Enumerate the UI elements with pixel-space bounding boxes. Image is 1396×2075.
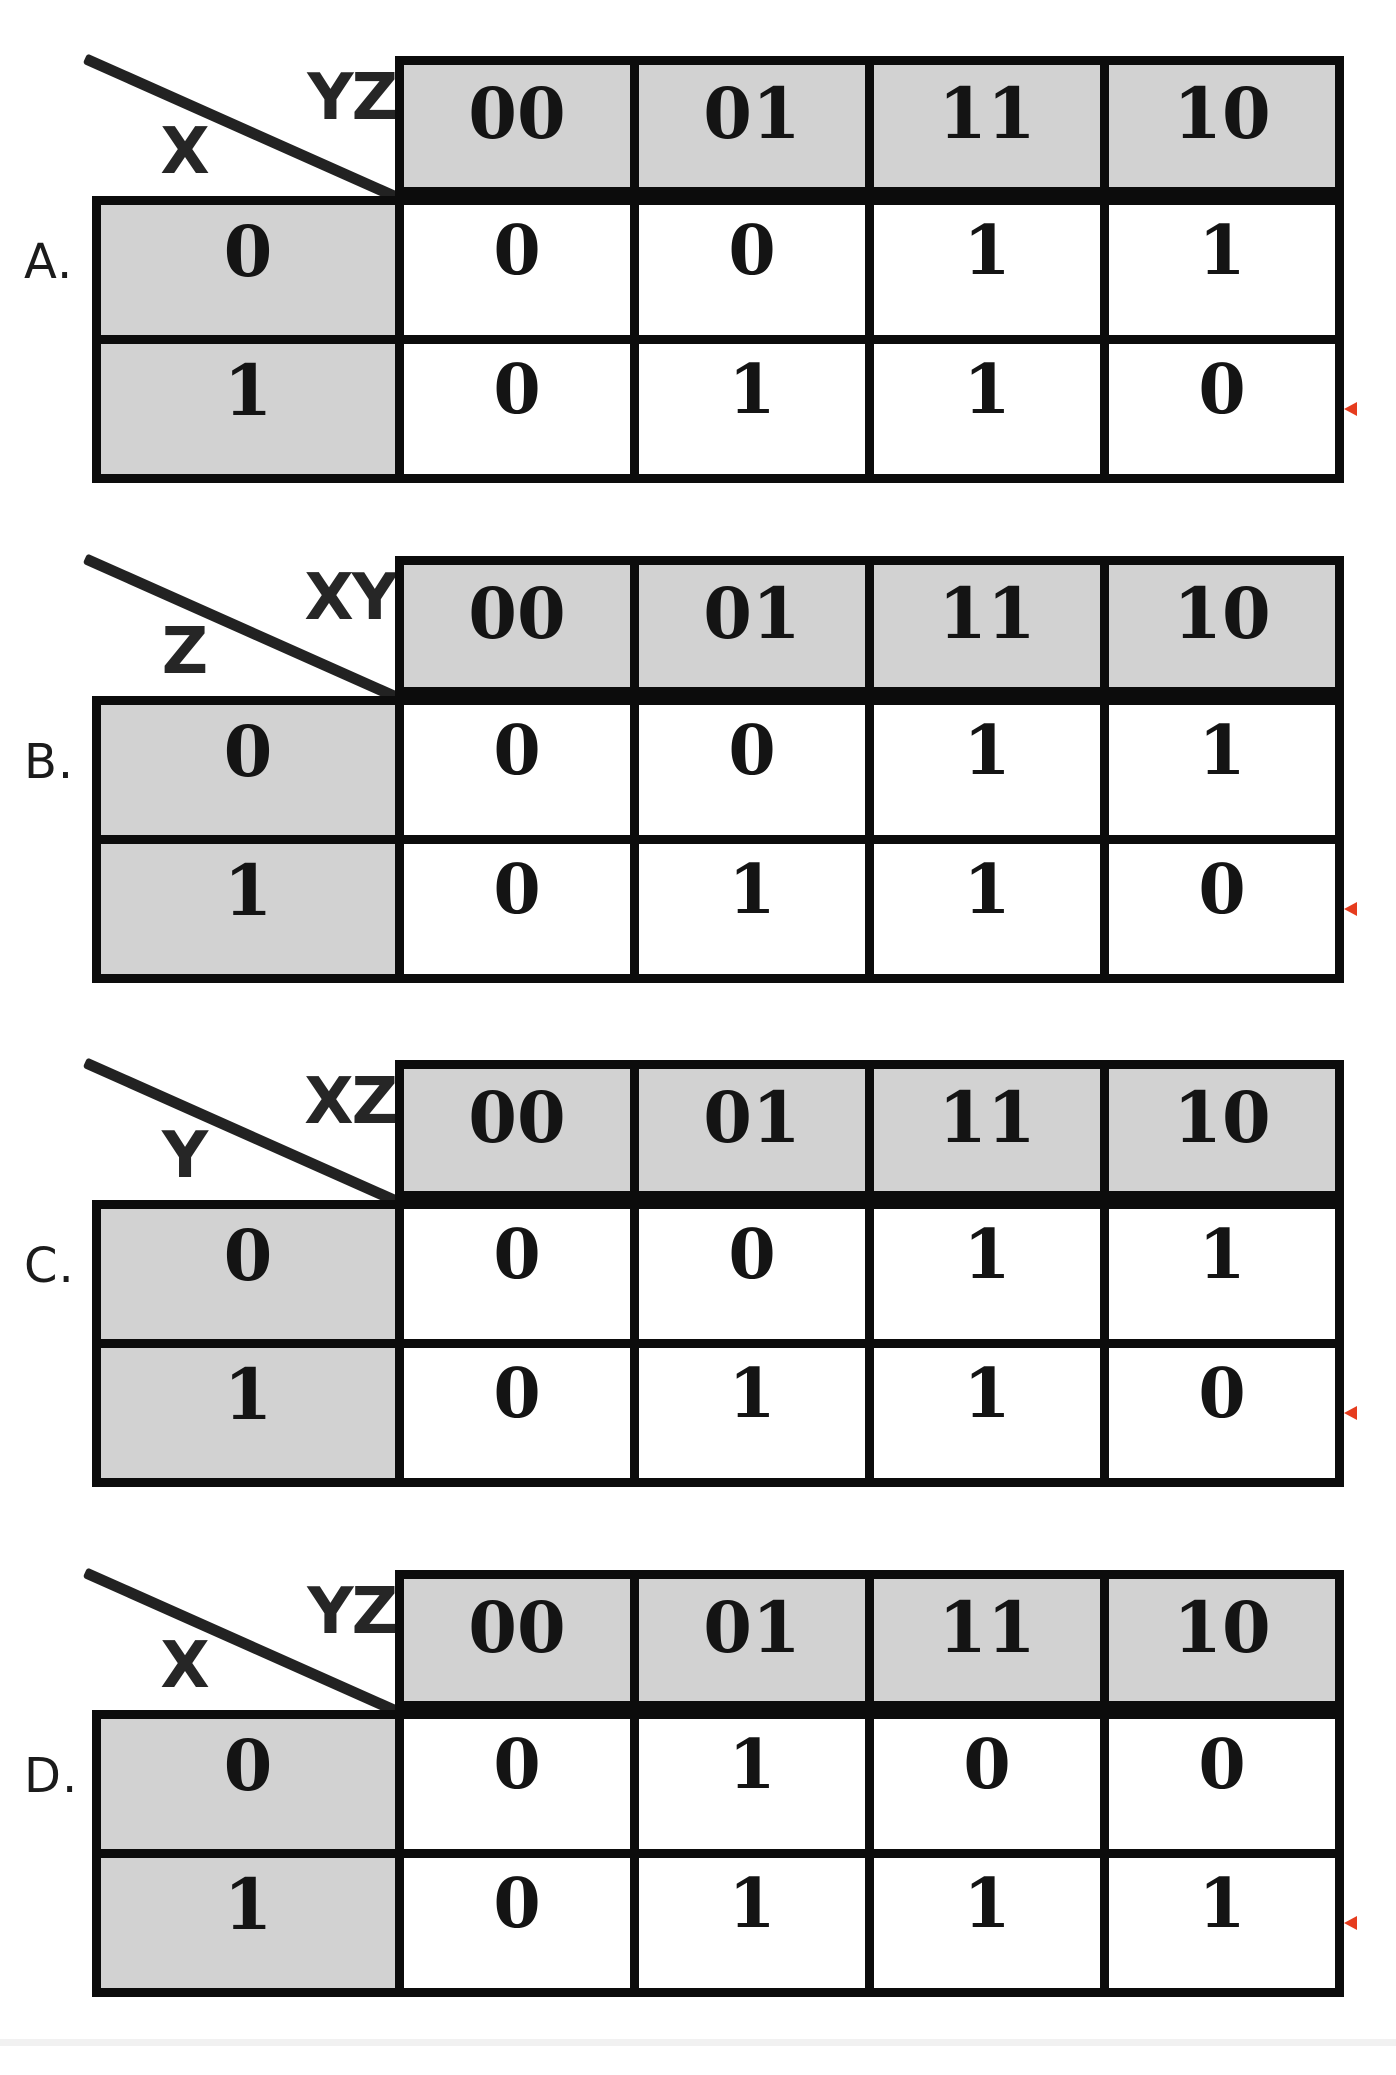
- kmap-cell: 0: [404, 205, 630, 335]
- column-header-row: 00 01 11 10: [395, 556, 1344, 696]
- column-variables-label: YZ: [307, 61, 398, 135]
- kmap-option-d: D. YZ X 00 01 11 10 0 0 1 0 0 1 0 1 1 1: [0, 1567, 1396, 2075]
- kmap-cell: 1: [1109, 1858, 1335, 1988]
- option-letter-a[interactable]: A.: [24, 234, 74, 290]
- kmap-cell: 0: [404, 844, 630, 974]
- column-header: 11: [874, 565, 1100, 687]
- kmap-cell: 1: [639, 1858, 865, 1988]
- column-header: 01: [639, 1069, 865, 1191]
- row-header: 0: [101, 1209, 395, 1339]
- kmap-grid: 0 0 0 1 1 1 0 1 1 0: [92, 196, 1344, 483]
- option-letter-c[interactable]: C.: [24, 1238, 75, 1294]
- kmap-cell: 1: [874, 1209, 1100, 1339]
- row-variable-label: X: [160, 115, 210, 189]
- option-letter-b[interactable]: B.: [24, 734, 75, 790]
- column-header: 11: [874, 65, 1100, 187]
- kmap-option-c: C. XZ Y 00 01 11 10 0 0 0 1 1 1 0 1 1 0: [0, 1057, 1396, 1565]
- kmap-cell: 0: [639, 1209, 865, 1339]
- kmap-cell: 0: [1109, 844, 1335, 974]
- kmap-cell: 1: [874, 205, 1100, 335]
- column-header: 00: [404, 1069, 630, 1191]
- kmap-cell: 0: [404, 1858, 630, 1988]
- kmap-cell: 0: [404, 705, 630, 835]
- column-header: 00: [404, 1579, 630, 1701]
- kmap-cell: 1: [639, 844, 865, 974]
- kmap-cell: 1: [1109, 705, 1335, 835]
- kmap-grid: 0 0 1 0 0 1 0 1 1 1: [92, 1710, 1344, 1997]
- column-variables-label: XY: [304, 561, 398, 635]
- kmap-cell: 1: [874, 344, 1100, 474]
- kmap-cell: 1: [1109, 205, 1335, 335]
- row-variable-label: X: [160, 1629, 210, 1703]
- column-header: 10: [1109, 65, 1335, 187]
- row-header: 0: [101, 1719, 395, 1849]
- kmap-option-a: A. YZ X 00 01 11 10 0 0 0 1 1 1 0 1 1 0: [0, 53, 1396, 561]
- kmap-cell: 0: [1109, 1348, 1335, 1478]
- column-header: 10: [1109, 1579, 1335, 1701]
- kmap-grid: 0 0 0 1 1 1 0 1 1 0: [92, 696, 1344, 983]
- kmap-cell: 0: [639, 205, 865, 335]
- kmap-grid: 0 0 0 1 1 1 0 1 1 0: [92, 1200, 1344, 1487]
- kmap-cell: 1: [874, 1348, 1100, 1478]
- kmap-cell: 0: [874, 1719, 1100, 1849]
- row-header: 0: [101, 705, 395, 835]
- red-pointer-mark: [1344, 402, 1357, 416]
- kmap-cell: 0: [639, 705, 865, 835]
- kmap-cell: 1: [639, 1348, 865, 1478]
- kmap-cell: 0: [404, 344, 630, 474]
- column-header: 11: [874, 1579, 1100, 1701]
- red-pointer-mark: [1344, 902, 1357, 916]
- column-header: 00: [404, 65, 630, 187]
- column-header: 01: [639, 1579, 865, 1701]
- column-variables-label: XZ: [304, 1065, 398, 1139]
- kmap-cell: 1: [874, 705, 1100, 835]
- row-header: 1: [101, 844, 395, 974]
- kmap-cell: 1: [1109, 1209, 1335, 1339]
- page-bottom-edge: [0, 2039, 1396, 2046]
- column-variables-label: YZ: [307, 1575, 398, 1649]
- column-header-row: 00 01 11 10: [395, 56, 1344, 196]
- kmap-cell: 0: [404, 1719, 630, 1849]
- red-pointer-mark: [1344, 1916, 1357, 1930]
- column-header: 11: [874, 1069, 1100, 1191]
- column-header: 10: [1109, 565, 1335, 687]
- column-header: 10: [1109, 1069, 1335, 1191]
- kmap-cell: 1: [874, 1858, 1100, 1988]
- kmap-cell: 0: [404, 1209, 630, 1339]
- row-header: 1: [101, 1858, 395, 1988]
- row-header: 1: [101, 1348, 395, 1478]
- kmap-cell: 1: [874, 844, 1100, 974]
- row-header: 0: [101, 205, 395, 335]
- row-variable-label: Y: [161, 1119, 209, 1193]
- row-variable-label: Z: [161, 615, 209, 689]
- kmap-cell: 0: [1109, 1719, 1335, 1849]
- kmap-option-b: B. XY Z 00 01 11 10 0 0 0 1 1 1 0 1 1 0: [0, 553, 1396, 1061]
- column-header: 01: [639, 565, 865, 687]
- red-pointer-mark: [1344, 1406, 1357, 1420]
- kmap-cell: 1: [639, 344, 865, 474]
- kmap-cell: 0: [404, 1348, 630, 1478]
- row-header: 1: [101, 344, 395, 474]
- kmap-cell: 0: [1109, 344, 1335, 474]
- column-header: 01: [639, 65, 865, 187]
- option-letter-d[interactable]: D.: [24, 1748, 79, 1804]
- column-header-row: 00 01 11 10: [395, 1570, 1344, 1710]
- kmap-cell: 1: [639, 1719, 865, 1849]
- column-header-row: 00 01 11 10: [395, 1060, 1344, 1200]
- column-header: 00: [404, 565, 630, 687]
